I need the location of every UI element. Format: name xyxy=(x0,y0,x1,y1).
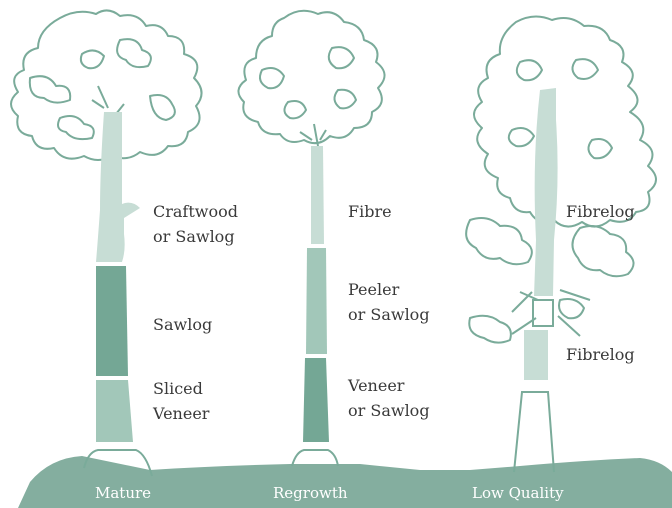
ground-label-mature: Mature xyxy=(95,484,152,502)
low-quality-stump-outline xyxy=(513,391,555,473)
low-quality-trunk-lower xyxy=(524,330,548,380)
mature-canopy xyxy=(10,9,203,161)
ground-label-low-quality: Low Quality xyxy=(472,484,564,502)
label-regrowth-veneer: Veneer or Sawlog xyxy=(348,376,430,420)
low-quality-trunk-upper xyxy=(534,88,558,296)
regrowth-trunk-upper xyxy=(311,146,324,244)
mature-trunk-middle xyxy=(96,266,128,376)
label-regrowth-peeler: Peeler or Sawlog xyxy=(348,280,430,324)
mature-trunk-lower xyxy=(96,380,133,442)
label-low-quality-fibrelog-lower: Fibrelog xyxy=(566,345,635,364)
label-mature-sawlog: Sawlog xyxy=(153,315,213,334)
label-regrowth-fibre: Fibre xyxy=(348,202,392,221)
ground-label-regrowth: Regrowth xyxy=(273,484,348,502)
label-mature-sliced-veneer: Sliced Veneer xyxy=(153,379,210,423)
low-quality-collar-outline xyxy=(532,299,554,327)
regrowth-trunk-middle xyxy=(306,248,327,354)
label-mature-craftwood: Craftwood or Sawlog xyxy=(153,202,238,246)
tree-mature xyxy=(10,9,203,477)
mature-trunk-upper xyxy=(96,112,140,262)
regrowth-stump-outline xyxy=(291,449,339,467)
low-quality-canopy xyxy=(465,15,657,344)
mature-stump-outline xyxy=(83,449,153,477)
ground-mound xyxy=(18,456,672,508)
label-low-quality-fibrelog-upper: Fibrelog xyxy=(566,202,635,221)
regrowth-trunk-lower xyxy=(303,358,329,442)
tree-low-quality xyxy=(465,15,657,473)
tree-regrowth xyxy=(237,9,386,467)
regrowth-canopy xyxy=(237,9,386,147)
